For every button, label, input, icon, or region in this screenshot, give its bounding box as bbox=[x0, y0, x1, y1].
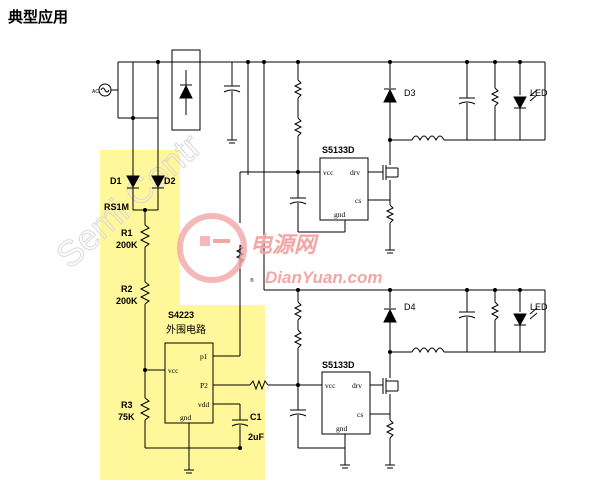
r1-value: 200K bbox=[116, 240, 138, 250]
s5133d-top-label: S5133D bbox=[322, 145, 355, 155]
svg-text:cs: cs bbox=[357, 410, 363, 419]
r3-label: R3 bbox=[121, 400, 133, 410]
svg-text:vcc: vcc bbox=[168, 366, 179, 375]
r3-value: 75K bbox=[118, 412, 135, 422]
led-bottom-label: LED bbox=[530, 302, 548, 312]
svg-text:p1: p1 bbox=[200, 352, 208, 361]
svg-text:®: ® bbox=[250, 277, 254, 284]
s4223-label: S4223 bbox=[168, 310, 194, 320]
filter-capacitor bbox=[223, 62, 241, 144]
s5133d-bottom-label: S5133D bbox=[322, 360, 355, 370]
d4-label: D4 bbox=[404, 302, 416, 312]
svg-text:cs: cs bbox=[355, 196, 361, 205]
svg-text:DianYuan.com: DianYuan.com bbox=[265, 268, 382, 287]
resistor-r3 bbox=[139, 397, 151, 421]
s4223-sub-label: 外围电路 bbox=[166, 323, 206, 336]
resistor-r1 bbox=[139, 224, 151, 248]
r2-label: R2 bbox=[121, 284, 133, 294]
resistor-feed-bottom bbox=[249, 379, 269, 391]
led-top-label: LED bbox=[530, 88, 548, 98]
svg-text:vcc: vcc bbox=[325, 381, 336, 390]
svg-text:电源网: 电源网 bbox=[250, 233, 319, 258]
svg-text:vcc: vcc bbox=[323, 168, 334, 177]
svg-text:gnd: gnd bbox=[334, 210, 346, 219]
s5133d-top-ic bbox=[319, 157, 369, 221]
svg-text:P2: P2 bbox=[200, 381, 208, 390]
rs1m-label: RS1M bbox=[104, 202, 129, 212]
diode-d3 bbox=[383, 88, 397, 103]
c1-label: C1 bbox=[250, 412, 262, 422]
c1-value: 2uF bbox=[248, 432, 265, 442]
diode-d4 bbox=[383, 308, 397, 323]
ac-label: AC bbox=[92, 89, 99, 95]
s5133d-bottom-ic bbox=[321, 371, 371, 435]
led-top bbox=[513, 96, 527, 110]
inductor-bottom bbox=[411, 347, 445, 354]
resistor-r2 bbox=[139, 281, 151, 305]
svg-text:drv: drv bbox=[352, 381, 362, 390]
svg-text:vdd: vdd bbox=[198, 400, 210, 409]
svg-text:drv: drv bbox=[350, 168, 360, 177]
ac-source bbox=[98, 62, 119, 118]
r1-label: R1 bbox=[121, 228, 133, 238]
highlight-region bbox=[100, 150, 265, 480]
watermark-logo: 电源网 DianYuan.com ® bbox=[177, 213, 382, 287]
svg-text:gnd: gnd bbox=[336, 424, 348, 433]
d2-label: D2 bbox=[164, 176, 176, 186]
d1-label: D1 bbox=[110, 176, 122, 186]
r2-value: 200K bbox=[116, 296, 138, 306]
inductor-top bbox=[411, 135, 445, 142]
d3-label: D3 bbox=[404, 88, 416, 98]
svg-text:gnd: gnd bbox=[180, 413, 192, 422]
page-title: 典型应用 bbox=[8, 8, 69, 26]
bridge-rectifier bbox=[171, 49, 201, 131]
led-bottom bbox=[513, 313, 527, 327]
